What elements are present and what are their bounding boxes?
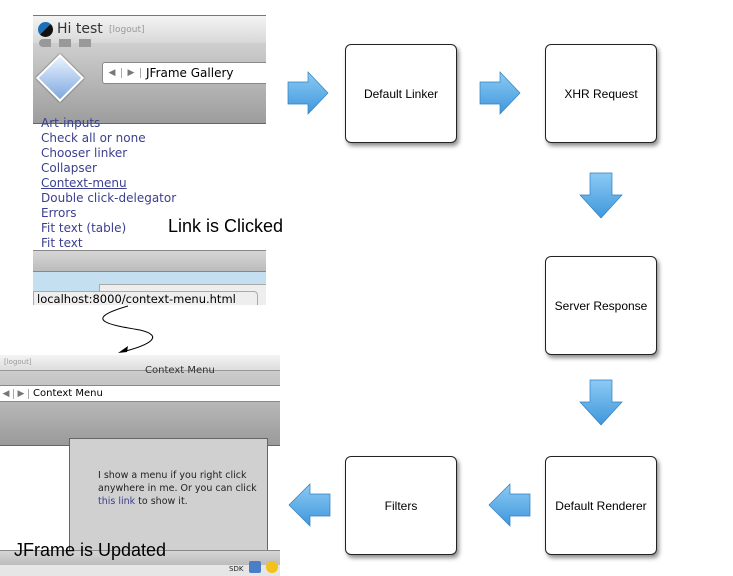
help-icon[interactable] — [266, 561, 278, 573]
window-title: Context Menu — [145, 365, 215, 376]
nav-bar: ◀ ▶ JFrame Gallery — [102, 62, 266, 84]
dock-bar: SDK — [0, 561, 280, 576]
back-button[interactable]: ◀ — [0, 388, 14, 399]
window-buttons[interactable] — [39, 39, 99, 47]
status-url: localhost:8000/context-menu.html — [33, 291, 258, 305]
link-double-click[interactable]: Double click-delegator — [41, 191, 177, 205]
toolbar: ◀ ▶ JFrame Gallery — [33, 39, 266, 124]
step-filters: Filters — [345, 456, 457, 555]
link-collapser[interactable]: Collapser — [41, 161, 97, 175]
back-button[interactable]: ◀ — [103, 68, 122, 78]
content-line-2: anywhere in me. Or you can click — [98, 483, 257, 494]
bottom-bar — [33, 250, 266, 272]
toolbar: Context Menu ◀ ▶ Context Menu — [0, 365, 280, 446]
link-check-all[interactable]: Check all or none — [41, 131, 146, 145]
arrow-right-icon — [287, 71, 329, 115]
step-default-renderer: Default Renderer — [545, 456, 657, 555]
nav-title: JFrame Gallery — [146, 66, 234, 80]
link-art-inputs[interactable]: Art-inputs — [41, 116, 101, 130]
arrow-down-icon — [579, 172, 623, 219]
jframe-updated-label: JFrame is Updated — [14, 540, 167, 560]
link-fit-text[interactable]: Fit text — [41, 236, 83, 250]
this-link[interactable]: this link — [98, 496, 136, 507]
logout-link[interactable]: [logout] — [109, 25, 145, 35]
bottom-screenshot: [logout] Context Menu ◀ ▶ Context Menu I… — [0, 355, 280, 576]
nav-title: Context Menu — [33, 388, 103, 399]
nav-bar: ◀ ▶ Context Menu — [0, 385, 280, 402]
link-errors[interactable]: Errors — [41, 206, 77, 220]
sdk-label: SDK — [229, 565, 244, 573]
step-xhr-request: XHR Request — [545, 44, 657, 143]
greeting: Hi test — [57, 21, 103, 37]
app-icon[interactable] — [249, 561, 261, 573]
link-clicked-label: Link is Clicked — [168, 216, 284, 236]
step-server-response: Server Response — [545, 256, 657, 355]
app-logo-icon — [38, 22, 53, 37]
content-line-3: to show it. — [135, 496, 188, 507]
arrow-down-icon — [579, 379, 623, 426]
content-line-1: I show a menu if you right click — [98, 470, 247, 481]
link-fit-text-label: Fit text — [41, 221, 83, 235]
step-default-linker: Default Linker — [345, 44, 457, 143]
arrow-right-icon — [479, 71, 521, 115]
link-fit-text-table[interactable]: Fit text (table) — [41, 221, 176, 236]
top-screenshot: Hi test [logout] ◀ ▶ JFrame Gallery Art-… — [33, 15, 266, 305]
forward-button[interactable]: ▶ — [14, 388, 29, 399]
logout-link[interactable]: [logout] — [4, 358, 32, 366]
title-bar: [logout] — [0, 355, 280, 371]
forward-button[interactable]: ▶ — [122, 68, 141, 78]
link-suffix: (table) — [86, 221, 127, 235]
arrow-left-icon — [488, 483, 531, 527]
link-list: Art-inputs Check all or none Chooser lin… — [41, 116, 176, 251]
link-chooser-linker[interactable]: Chooser linker — [41, 146, 128, 160]
link-context-menu[interactable]: Context-menu — [41, 176, 127, 190]
arrow-left-icon — [288, 483, 331, 527]
